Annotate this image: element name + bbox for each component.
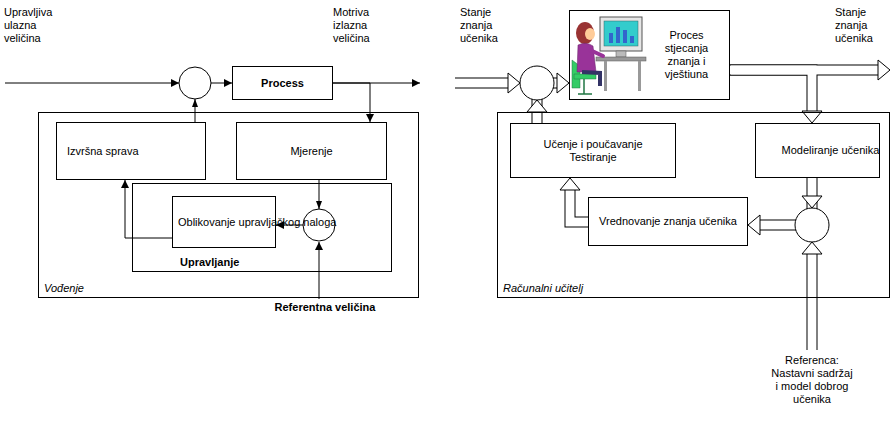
control-region: Vođenje Izvršna sprava MjerenjeUpravljanje…	[38, 112, 419, 298]
node-text-block: Oblikovanje upravljačkog naloga	[178, 216, 270, 229]
process-box: Process	[232, 66, 333, 100]
node-text: Izvršna sprava	[67, 145, 119, 158]
measurement-box: Mjerenje	[236, 122, 387, 180]
region-label: Računalni učitelj	[503, 282, 583, 295]
hollow-arrow-head	[560, 178, 580, 190]
student-model-box: Modeliranje učenika	[755, 123, 880, 178]
signal-label: Referentna veličina	[250, 301, 400, 314]
actuator-box: Izvršna sprava	[56, 122, 206, 180]
summing-junction	[179, 67, 211, 99]
summing-junctions	[179, 66, 829, 242]
thin-connectors	[125, 83, 370, 238]
node-text: Modeliranje učenika	[782, 144, 854, 157]
hollow-arrow-head	[527, 100, 547, 112]
node-text-block: Izvršna sprava	[67, 145, 119, 158]
hollow-arrow-head	[802, 196, 822, 208]
node-text: Proces stjecanja znanja i vještiuna	[656, 29, 718, 81]
evaluation-box: Vrednovanje znanja učenika	[588, 197, 748, 246]
signal-label: Referenca: Nastavni sadržaj i model dobr…	[771, 354, 853, 406]
hollow-arrow-head	[748, 215, 760, 235]
node-text-block: Mjerenje	[290, 145, 332, 158]
monitor-stand	[616, 51, 626, 57]
controller-region: Upravljanje Oblikovanje upravljačkog nalo…	[132, 183, 392, 272]
node-text-block: Učenje i poučavanjeTestiranje	[543, 138, 642, 164]
node-text: Vrednovanje znanja učenika	[599, 215, 737, 228]
node-text-block: Process	[261, 77, 304, 90]
chart-bar	[616, 27, 620, 43]
desk-leg	[638, 61, 641, 91]
desk-leg	[604, 61, 607, 91]
input-arrow	[5, 83, 179, 84]
summing-junction	[795, 208, 829, 242]
chart-bar	[609, 33, 613, 43]
legs	[582, 72, 600, 86]
hollow-arrow	[455, 78, 508, 89]
monitor-screen	[604, 21, 638, 46]
node-text-block: Vrednovanje znanja učenika	[599, 215, 737, 228]
hollow-arrow-head	[878, 60, 890, 80]
hollow-arrow-head	[508, 73, 520, 93]
learning-process-box: Proces stjecanja znanja i vještiuna	[569, 10, 730, 100]
arm	[590, 50, 603, 56]
hollow-arrow-head	[802, 242, 822, 254]
region-label: Vođenje	[44, 282, 84, 295]
signal-label: Stanje znanja učenika	[835, 6, 890, 45]
signal-connector	[333, 83, 370, 122]
node-text: Process	[261, 77, 304, 90]
signal-lines	[5, 83, 420, 299]
signal-label: Upravljiva ulazna veličina	[4, 6, 74, 45]
teaching-box: Učenje i poučavanjeTestiranje	[510, 123, 676, 178]
node-text: Mjerenje	[290, 145, 332, 158]
hollow-arrow	[808, 254, 817, 351]
face	[585, 28, 595, 40]
hollow-arrow-head	[557, 73, 569, 93]
hollow-connector-outline	[730, 70, 812, 111]
hollow-arrow	[454, 79, 508, 88]
hollow-connector	[570, 190, 588, 222]
learner-illustration	[572, 17, 646, 94]
node-text: Oblikovanje upravljačkog naloga	[178, 216, 270, 229]
signal-label: Motriva izlazna veličina	[333, 6, 403, 45]
chart-bar	[623, 30, 627, 43]
body	[577, 43, 596, 72]
summing-junction	[520, 66, 554, 100]
node-text: Učenje i poučavanje	[543, 138, 642, 151]
hollow-connector-outline	[570, 190, 588, 222]
chair-base	[578, 79, 592, 94]
arrow-head	[192, 99, 198, 107]
node-text-block: Proces stjecanja znanja i vještiuna	[656, 29, 718, 81]
tutor-region: Računalni učitelj Učenje i poučavanjeTest…	[497, 112, 890, 298]
node-text: Testiranje	[543, 151, 642, 164]
region-label: Upravljanje	[180, 256, 239, 269]
hollow-connector	[730, 70, 812, 111]
chart-bar	[630, 36, 634, 43]
monitor	[600, 17, 642, 51]
signal-label: Stanje znanja učenika	[460, 6, 520, 45]
summing-junction	[303, 209, 335, 241]
node-text-block: Modeliranje učenika	[782, 144, 854, 157]
hair	[576, 22, 594, 44]
arrow-head	[316, 201, 322, 209]
reference-arrow	[319, 242, 320, 299]
chair-seat	[574, 74, 596, 79]
arrow-heads	[192, 60, 890, 254]
command-box: Oblikovanje upravljačkog naloga	[172, 196, 276, 248]
hollow-arrow	[807, 254, 818, 350]
